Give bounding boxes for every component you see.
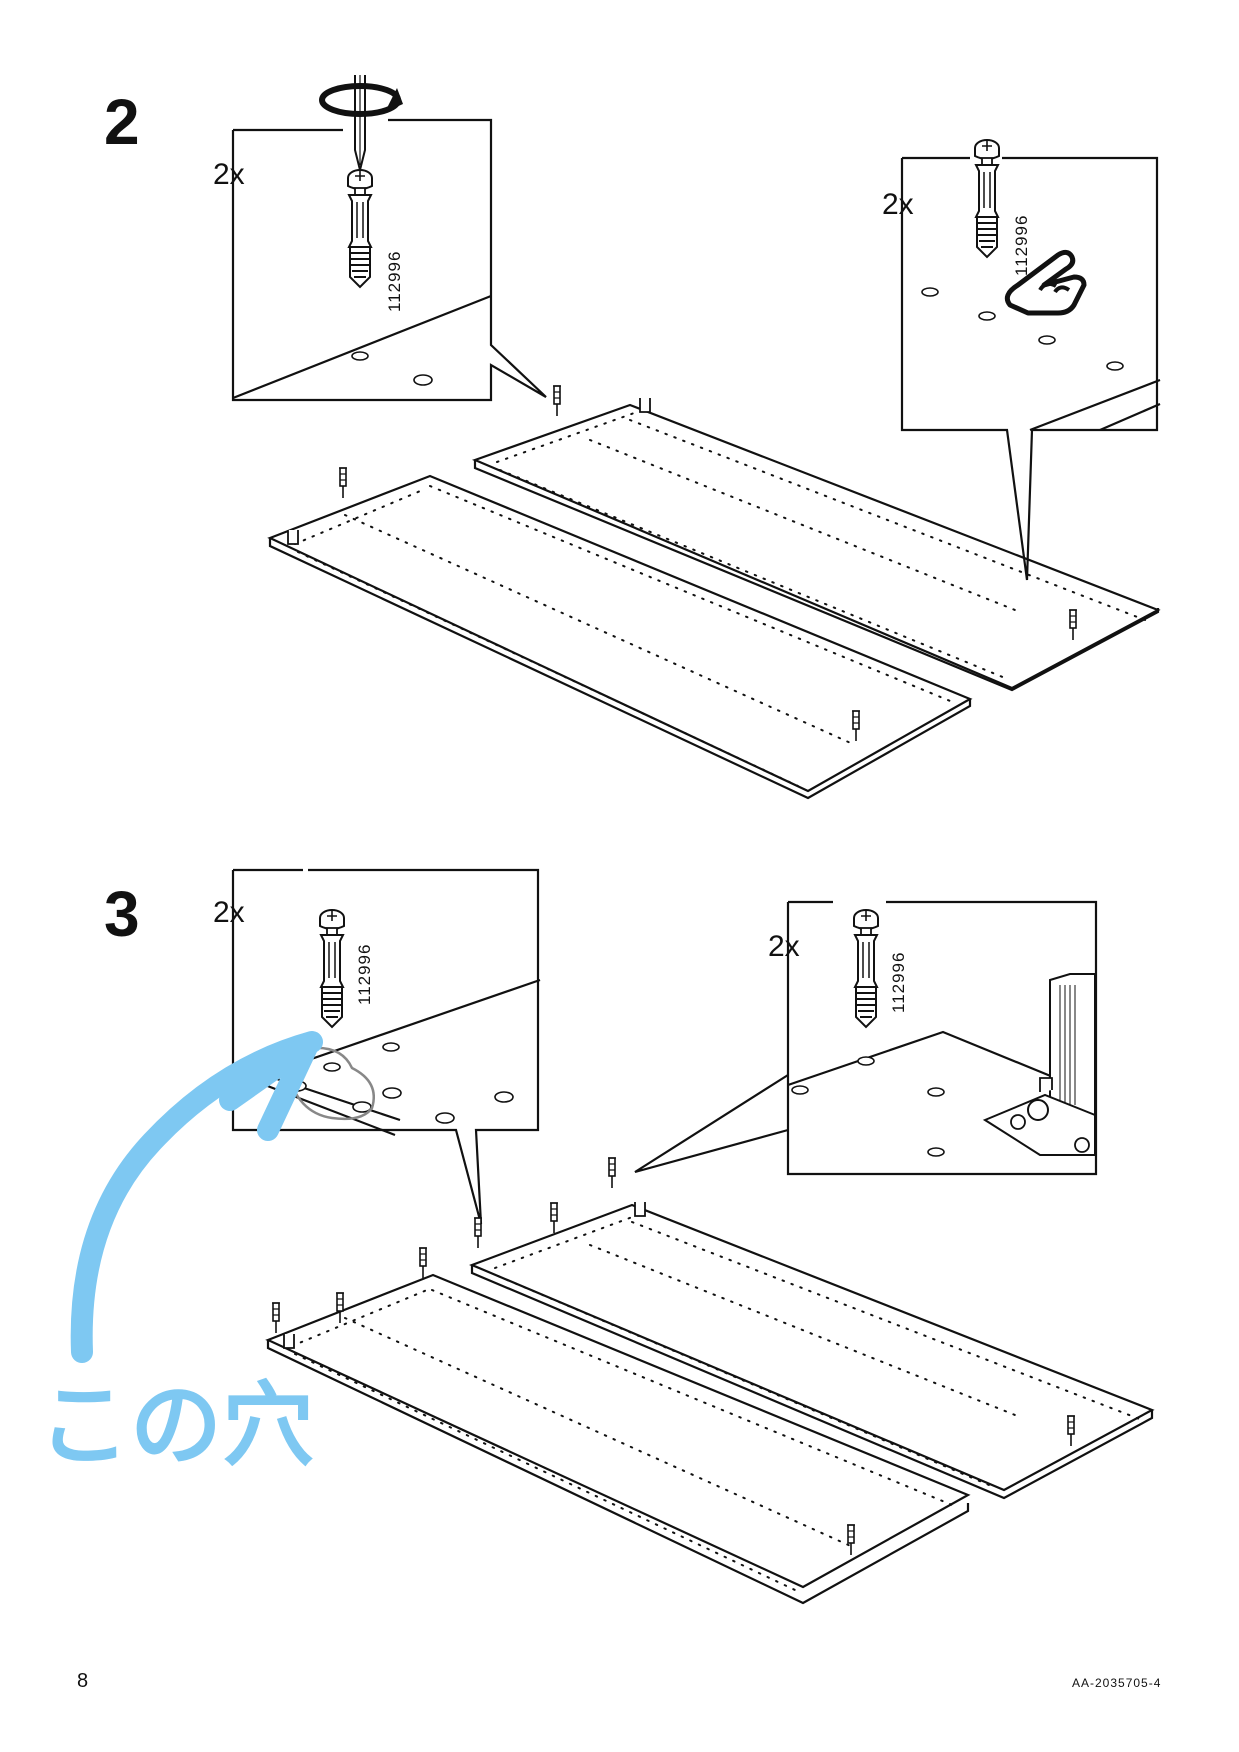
- step-number: 3: [104, 878, 140, 950]
- rotate-arrow-icon: [319, 83, 403, 117]
- finger-press-icon: [1004, 249, 1087, 316]
- part-number: 112996: [889, 951, 908, 1013]
- step3-board-back: [469, 1157, 1155, 1500]
- hand-drawn-arrow: [70, 1031, 323, 1363]
- step2-board-back: [471, 385, 1161, 692]
- part-number: 112996: [385, 250, 404, 312]
- hinge-plate: [982, 973, 1096, 1156]
- document-id: AA-2035705-4: [1072, 1676, 1162, 1690]
- step2-board-front: [267, 467, 973, 800]
- part-number: 112996: [1012, 214, 1031, 276]
- step2-callout-left: [231, 75, 547, 402]
- step3-callout-right: [634, 900, 1098, 1176]
- quantity-label: 2x: [768, 930, 800, 963]
- quantity-label: 2x: [213, 158, 245, 191]
- page-number: 8: [77, 1670, 89, 1692]
- step3-board-front: [265, 1217, 971, 1605]
- quantity-label: 2x: [213, 896, 245, 929]
- handwritten-annotation: この穴: [38, 1372, 315, 1479]
- step2-callout-right: [900, 139, 1161, 581]
- part-number: 112996: [355, 943, 374, 1005]
- screwdriver-icon: [354, 75, 366, 171]
- quantity-label: 2x: [882, 188, 914, 221]
- step-number: 2: [104, 86, 140, 158]
